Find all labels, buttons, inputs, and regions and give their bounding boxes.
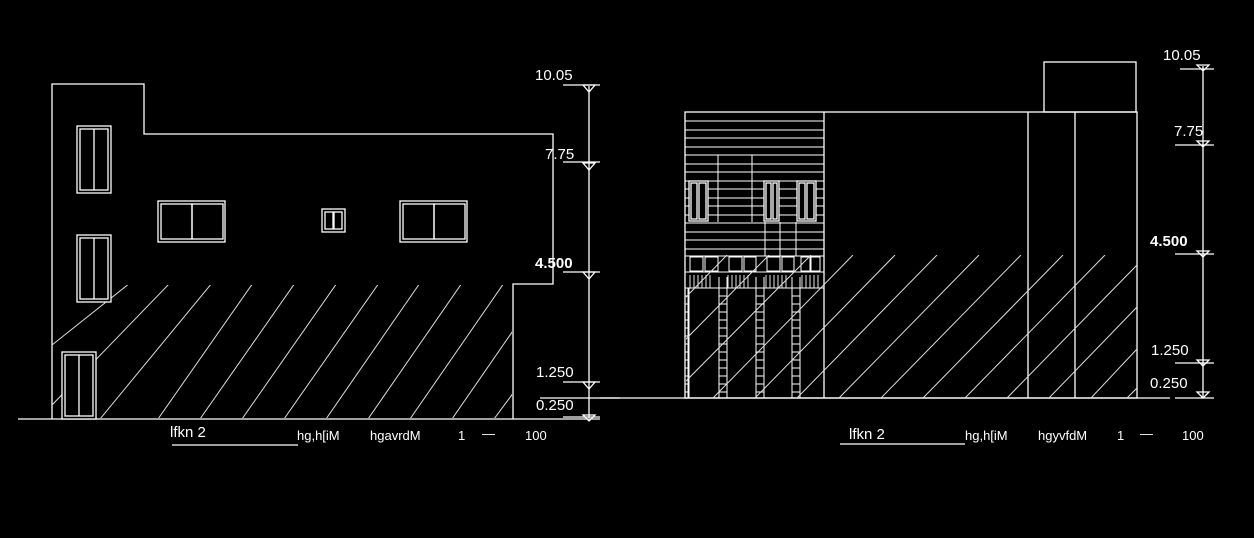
- drawing-name-right: hgyvfdM: [1038, 428, 1088, 443]
- level-markers-right: [1175, 64, 1214, 399]
- left-elevation: [18, 83, 620, 446]
- level-label-1-250-left: 1.250: [536, 364, 574, 381]
- drawing-title-left: lfkn 2: [170, 424, 206, 441]
- scale-dash-right: —: [1140, 426, 1153, 441]
- level-label-1-250-right: 1.250: [1151, 342, 1189, 359]
- scale-dash-left: —: [482, 426, 495, 441]
- right-elevation: [600, 61, 1214, 445]
- scale-a-right: 1: [1117, 428, 1125, 443]
- level-label-0-250-right: 0.250: [1150, 375, 1188, 392]
- level-label-7-75-left: 7.75: [545, 146, 575, 163]
- drawing-subtitle-right: hg,h[iM: [965, 428, 1008, 443]
- level-label-10-05-right: 10.05: [1163, 47, 1201, 64]
- level-markers-left: [540, 84, 620, 422]
- level-label-0-250-left: 0.250: [536, 397, 574, 414]
- drawing-subtitle-left: hg,h[iM: [297, 428, 340, 443]
- scale-b-right: 100: [1182, 428, 1204, 443]
- scale-a-left: 1: [458, 428, 466, 443]
- level-label-7-75-right: 7.75: [1174, 123, 1204, 140]
- drawing-title-right: lfkn 2: [849, 426, 885, 443]
- scale-b-left: 100: [525, 428, 547, 443]
- level-label-4-500-right: 4.500: [1150, 233, 1188, 250]
- column-ladders: [685, 295, 800, 393]
- level-label-4-500-left: 4.500: [535, 255, 573, 272]
- drawing-name-left: hgavrdM: [370, 428, 421, 443]
- level-label-10-05-left: 10.05: [535, 67, 573, 84]
